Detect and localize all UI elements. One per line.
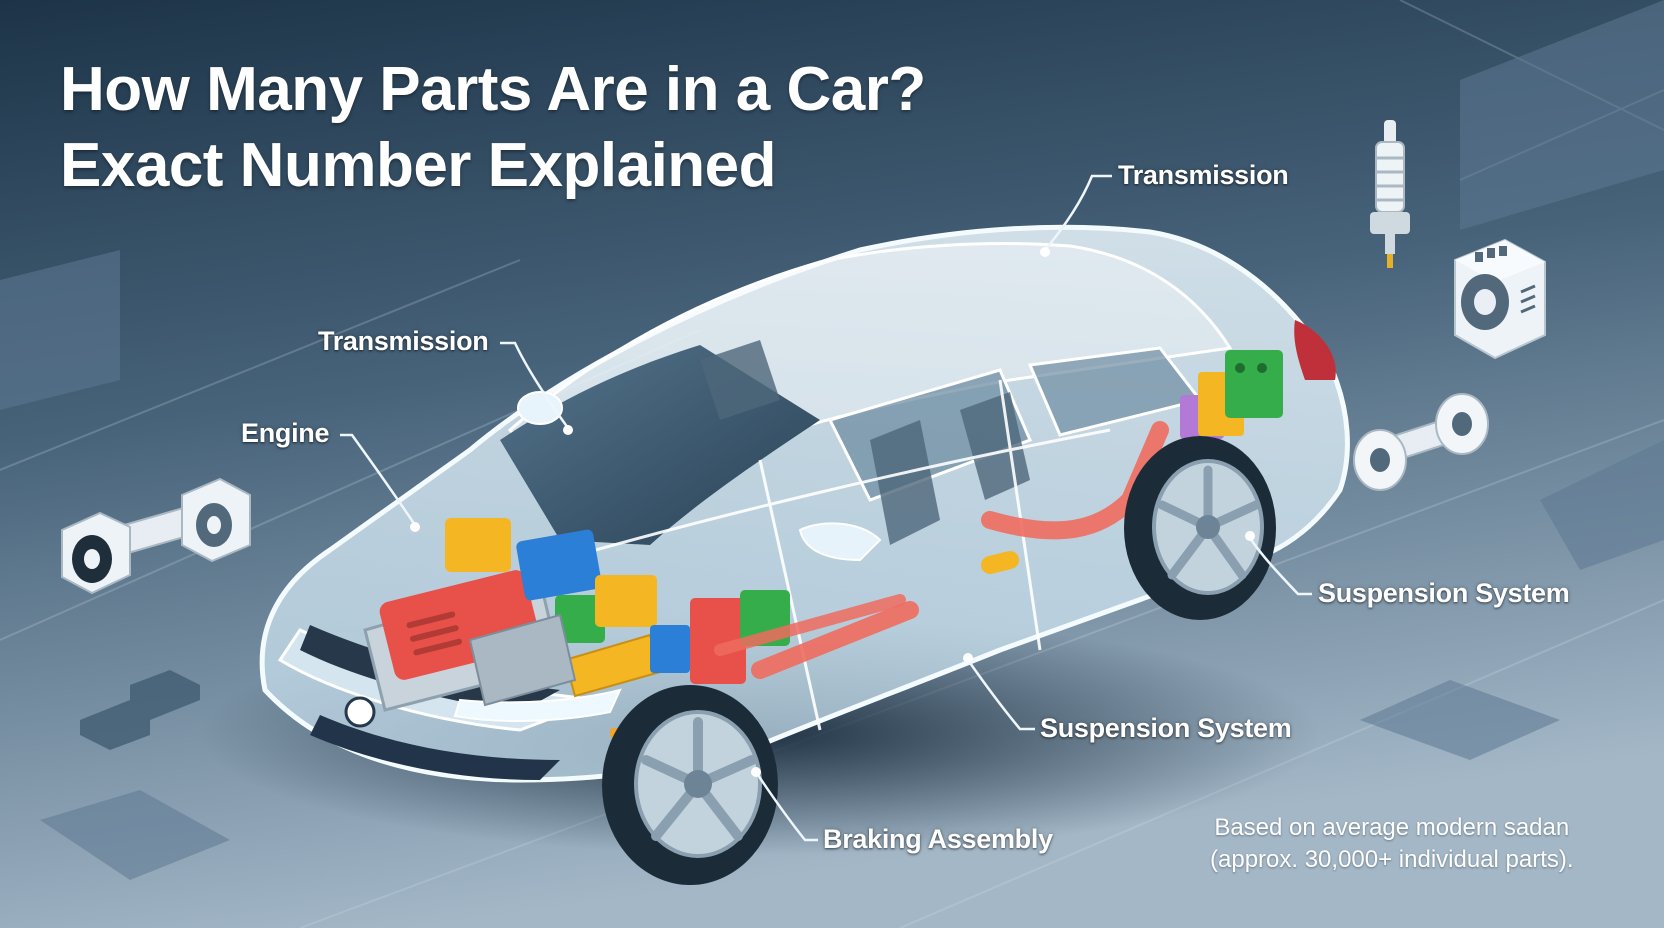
rear-wheel	[1124, 436, 1276, 620]
intake-manifold	[468, 613, 577, 707]
drive-shaft	[714, 594, 906, 656]
leader-transmission-left	[500, 341, 570, 429]
leader-engine	[340, 433, 417, 526]
label-braking: Braking Assembly	[823, 824, 1053, 854]
engine-components	[363, 518, 790, 712]
lower-grille	[310, 715, 560, 780]
footnote-line-1: Based on average modern sadan	[1214, 814, 1570, 841]
callout-lines	[340, 174, 1312, 842]
module-yellow	[595, 575, 657, 627]
bushing-icon	[1353, 393, 1489, 491]
title-line-1: How Many Parts Are in a Car?	[60, 55, 926, 124]
connector-bolt-icon	[61, 477, 251, 595]
label-transmission-top: Transmission	[1118, 160, 1289, 190]
module-blue-small	[650, 625, 690, 673]
leader-suspension-bottom	[966, 659, 1035, 731]
bracket-icon	[80, 670, 200, 750]
fuse-box-blue	[516, 529, 602, 601]
side-mirror	[798, 522, 882, 562]
battery-yellow	[445, 518, 511, 572]
background-panels	[0, 0, 1664, 880]
sensor-cube-icon	[1454, 238, 1546, 360]
leader-suspension-right	[1248, 537, 1312, 596]
exhaust-pipe	[751, 421, 1169, 679]
title-line-2: Exact Number Explained	[60, 131, 777, 200]
top-mirror	[517, 391, 563, 425]
leader-transmission-top	[1044, 174, 1112, 251]
rear-modules	[1180, 350, 1283, 439]
leader-braking	[754, 771, 818, 842]
footnote: Based on average modern sadan (approx. 3…	[1210, 812, 1574, 876]
callout-dots	[410, 247, 1255, 777]
front-wheel	[602, 685, 778, 885]
rear-subframe	[981, 551, 1019, 574]
brand-logo	[344, 696, 376, 728]
label-suspension-bottom: Suspension System	[1040, 713, 1292, 743]
module-green	[555, 595, 605, 643]
drivetrain	[714, 421, 1169, 679]
footnote-line-2: (approx. 30,000+ individual parts).	[1210, 846, 1574, 873]
label-transmission-left: Transmission	[318, 326, 489, 356]
page-title: How Many Parts Are in a Car? Exact Numbe…	[60, 52, 926, 204]
headlight	[453, 688, 622, 722]
spark-plug-icon	[1370, 120, 1410, 268]
module-red	[690, 598, 746, 684]
tail-light	[1294, 320, 1336, 380]
engine-cover-vents	[406, 611, 463, 656]
label-suspension-right: Suspension System	[1318, 578, 1570, 608]
label-engine: Engine	[241, 418, 330, 448]
